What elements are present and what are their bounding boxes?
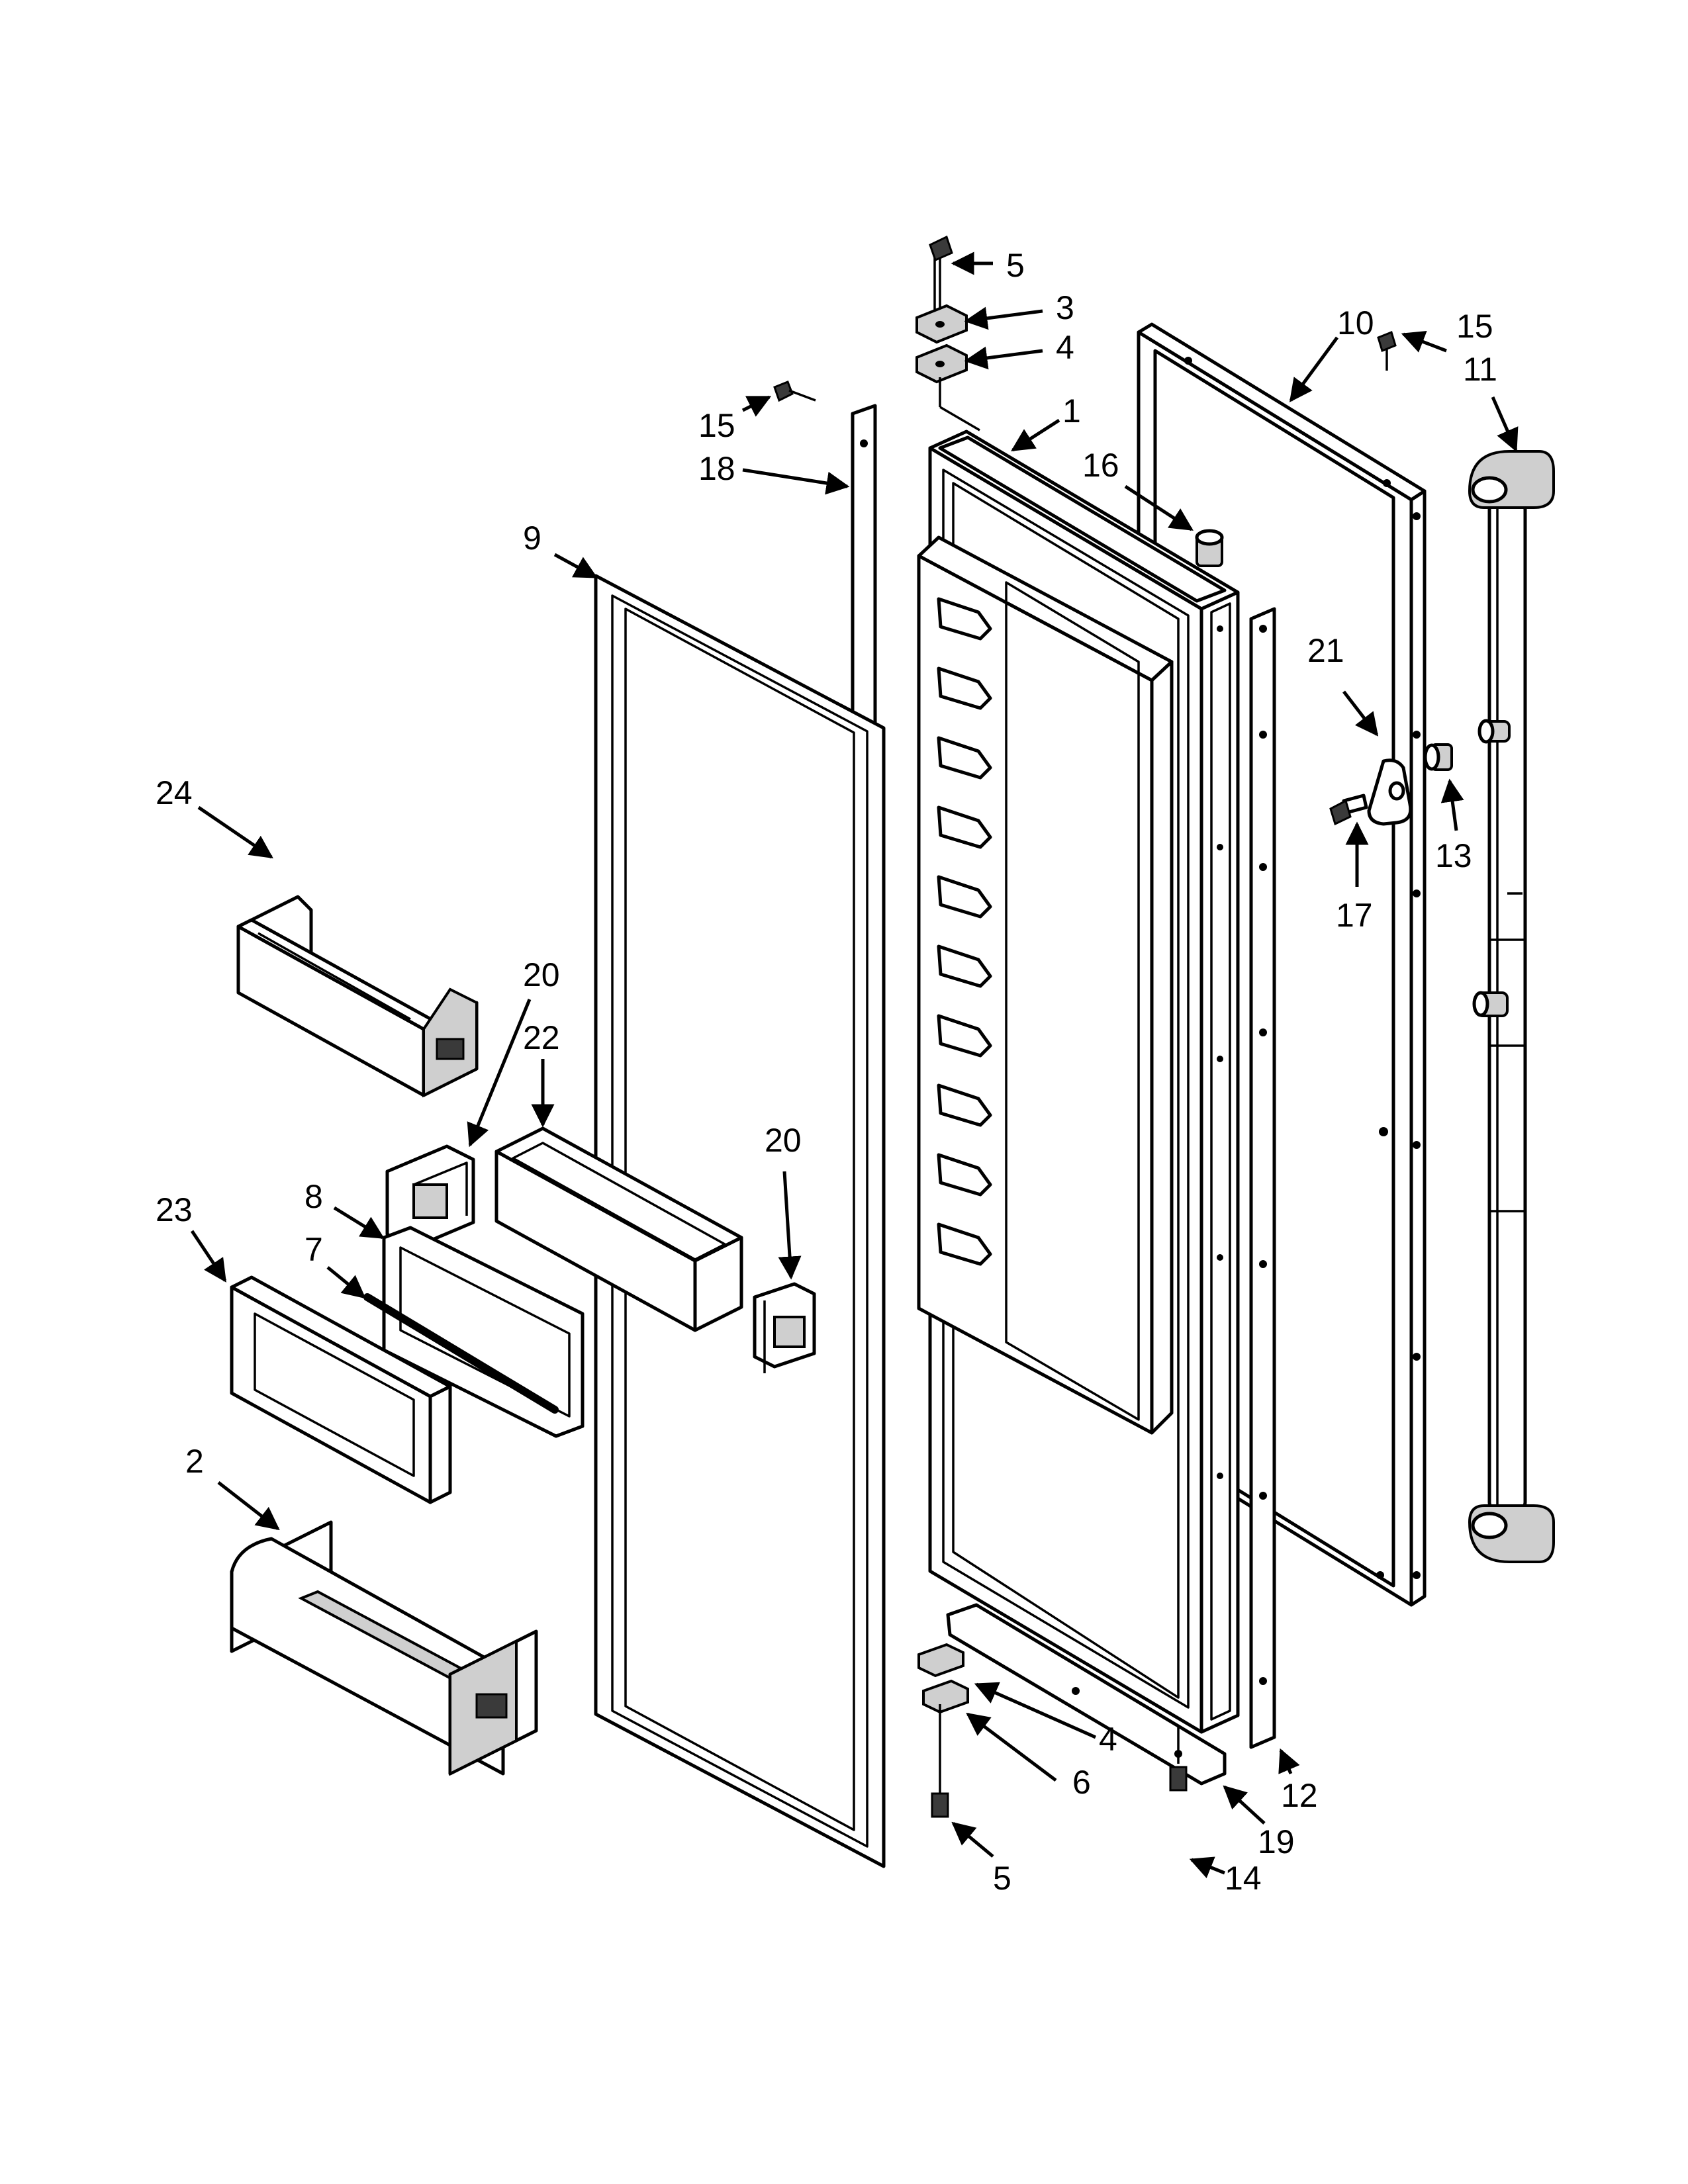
top-hinge-parts-3-4-5 xyxy=(915,235,980,432)
door-handle-part-11 xyxy=(1468,450,1555,1563)
callout-21: 21 xyxy=(1307,632,1344,669)
cover-part-23 xyxy=(230,1275,452,1504)
door-gasket-part-9 xyxy=(594,574,886,1868)
callout-14: 14 xyxy=(1225,1860,1262,1897)
callout-2: 2 xyxy=(185,1443,204,1480)
callout-labels: 5 3 4 10 15 11 1 15 18 16 9 21 24 13 17 … xyxy=(156,247,1497,1897)
liner-shelf-ribs xyxy=(937,597,992,1266)
bin-frame-part-22 xyxy=(494,1126,743,1332)
callout-10: 10 xyxy=(1337,304,1374,341)
callout-23: 23 xyxy=(156,1191,193,1228)
callout-17: 17 xyxy=(1336,897,1373,934)
callout-7: 7 xyxy=(305,1231,323,1268)
plug-part-16 xyxy=(1195,529,1224,567)
trim-strip-part-12 xyxy=(1249,607,1276,1749)
callout-16: 16 xyxy=(1082,447,1119,484)
bottom-hinge-parts-4-6-19 xyxy=(917,1603,1227,1818)
screw-part-15-right xyxy=(1377,330,1397,371)
callout-12: 12 xyxy=(1281,1777,1318,1814)
callout-11: 11 xyxy=(1463,351,1497,388)
callout-9: 9 xyxy=(523,520,541,557)
callout-8: 8 xyxy=(305,1178,323,1215)
callout-18: 18 xyxy=(698,450,735,487)
callout-15-right: 15 xyxy=(1456,308,1493,345)
callout-19: 19 xyxy=(1258,1823,1295,1860)
callout-1: 1 xyxy=(1062,392,1081,430)
door-bin-part-24 xyxy=(236,895,479,1098)
trim-strip-part-18 xyxy=(851,404,877,735)
bin-clip-part-20-right xyxy=(753,1282,816,1373)
callout-24: 24 xyxy=(156,774,193,811)
callout-20-right: 20 xyxy=(765,1122,802,1159)
callout-5-bottom: 5 xyxy=(993,1860,1011,1897)
callout-6: 6 xyxy=(1072,1764,1091,1801)
callout-15-left: 15 xyxy=(698,407,735,444)
callout-4-top: 4 xyxy=(1056,329,1074,366)
door-bin-part-2 xyxy=(230,1520,538,1776)
door-liner-part-1 xyxy=(917,430,1240,1734)
rod-part-7 xyxy=(363,1293,559,1414)
leader-lines xyxy=(190,251,1519,1878)
handle-mount-parts-13-17-21 xyxy=(1329,743,1453,826)
callout-5-top: 5 xyxy=(1006,247,1025,284)
callout-4-bottom: 4 xyxy=(1099,1721,1117,1758)
bin-clip-part-20-left xyxy=(385,1144,475,1250)
callout-20-left: 20 xyxy=(523,956,560,993)
callout-22: 22 xyxy=(523,1019,560,1056)
screw-part-15-left xyxy=(773,381,816,402)
callout-13: 13 xyxy=(1435,837,1472,874)
callout-3: 3 xyxy=(1056,289,1074,326)
